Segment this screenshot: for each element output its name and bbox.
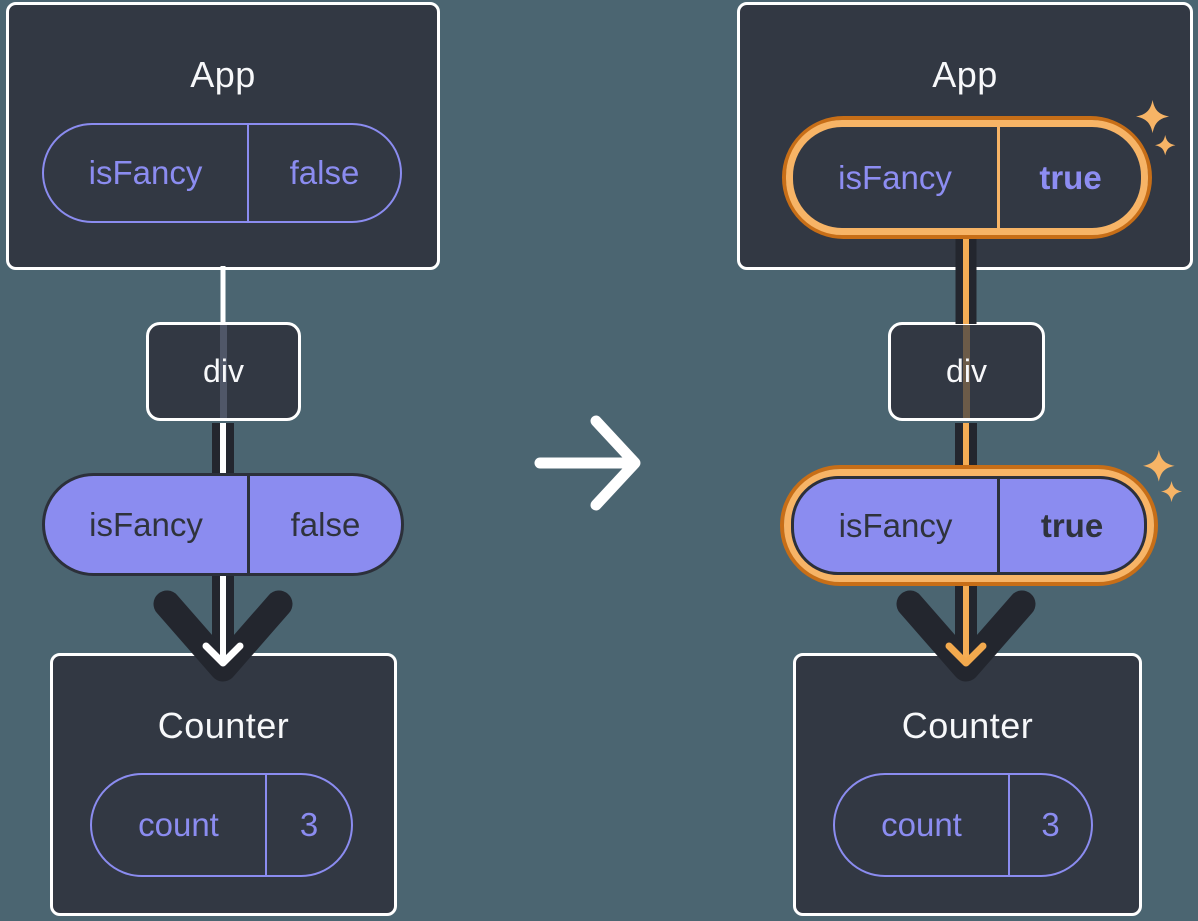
highlight-ring-inner: isFancy true	[784, 469, 1154, 582]
highlight-ring: isFancy true	[782, 116, 1152, 239]
sparkle-icon	[1161, 481, 1183, 503]
div-component-box: div	[146, 322, 301, 421]
prop-value: false	[247, 125, 400, 221]
prop-value: true	[997, 479, 1144, 572]
prop-value: true	[997, 127, 1141, 228]
prop-name: isFancy	[838, 506, 953, 544]
transition-arrow-icon	[534, 415, 641, 511]
component-title: App	[190, 54, 256, 95]
component-title: div	[946, 353, 987, 389]
sparkle-icon	[1143, 450, 1175, 482]
component-title: Counter	[901, 705, 1034, 746]
prop-name: isFancy	[88, 154, 203, 191]
flow-line-ghost	[963, 325, 970, 418]
component-title: App	[932, 54, 998, 95]
component-title: Counter	[157, 705, 290, 746]
div-component-box: div	[888, 322, 1045, 421]
state-value: 3	[265, 775, 351, 875]
highlight-ring-inner: isFancy true	[786, 120, 1148, 235]
prop-pill: isFancy true	[793, 127, 1141, 228]
prop-name: isFancy	[838, 158, 952, 196]
prop-value: false	[247, 476, 401, 573]
highlight-ring: isFancy true	[780, 465, 1158, 586]
state-name: count	[138, 806, 219, 843]
state-pill: count 3	[833, 773, 1093, 877]
flow-line-ghost	[220, 325, 227, 418]
state-pill: count 3	[90, 773, 353, 877]
state-value: 3	[1008, 775, 1091, 875]
prop-pill: isFancy false	[42, 123, 402, 223]
component-title: div	[203, 353, 244, 389]
passed-prop-pill: isFancy false	[42, 473, 404, 576]
state-name: count	[881, 806, 962, 843]
prop-name: isFancy	[89, 505, 203, 543]
passed-prop-pill: isFancy true	[791, 476, 1147, 575]
